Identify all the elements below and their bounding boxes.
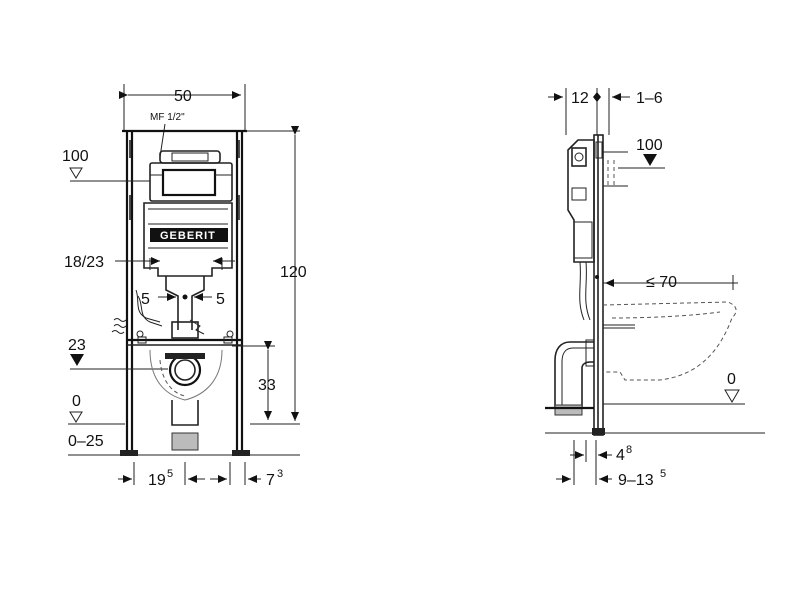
side-depth-4-sup: 8 <box>626 444 632 456</box>
hose-left-2 <box>137 295 163 327</box>
drain-pipe <box>171 400 199 426</box>
service-opening <box>161 168 217 197</box>
side-drain-end <box>554 404 583 416</box>
side-drain-socket <box>585 339 595 367</box>
level-top-label: 100 <box>62 148 89 165</box>
brand-label: GEBERIT <box>160 230 216 242</box>
cistern-body <box>149 162 233 202</box>
level-23-label: 23 <box>68 337 86 354</box>
hose-left <box>135 289 161 323</box>
bolt <box>226 330 234 338</box>
dimension-diamond <box>593 92 601 102</box>
pan-dashed <box>159 359 186 397</box>
range-0-25-label: 0–25 <box>68 433 104 450</box>
width-label: 50 <box>174 88 192 105</box>
bottom-right-sup: 3 <box>277 468 283 480</box>
connector-detail <box>189 319 205 335</box>
level-0-triangle <box>69 411 83 423</box>
frame-right-foot <box>232 450 250 456</box>
bottom-left-main: 19 <box>148 472 166 489</box>
side-depth-4-main: 4 <box>616 447 625 464</box>
side-pan-outline <box>602 301 737 381</box>
side-flush-pipe <box>579 261 585 321</box>
side-level-top-label: 100 <box>636 137 663 154</box>
bottom-right-main: 7 <box>266 472 275 489</box>
pipe-label: MF 1/2" <box>150 112 185 123</box>
side-pan-seat <box>611 311 721 319</box>
fixing-pad <box>137 336 147 344</box>
side-drain-inner <box>561 347 594 408</box>
bolt <box>136 330 144 338</box>
water-symbol <box>113 324 127 328</box>
side-level-top-triangle <box>643 154 657 166</box>
water-symbol <box>111 330 125 334</box>
brand-plate <box>150 228 228 242</box>
frame-left-foot <box>120 450 138 456</box>
side-frame-detail <box>595 141 603 159</box>
height-33-label: 33 <box>258 377 276 394</box>
range-1-6-label: 1–6 <box>636 90 663 107</box>
level-top-triangle <box>69 167 83 179</box>
side-reach-dot <box>595 275 599 279</box>
drain-pipe-end <box>171 432 199 451</box>
bottom-left-sup: 5 <box>167 468 173 480</box>
side-flush-pipe-2 <box>585 261 591 321</box>
side-view: 12 1–6 100 ≤ 70 <box>545 88 765 489</box>
side-level-0-label: 0 <box>727 371 736 388</box>
pan-outline <box>149 349 223 401</box>
cistern-lower-body <box>143 202 233 277</box>
water-symbol <box>113 318 127 322</box>
side-frame-foot <box>592 428 605 435</box>
front-view: 50 MF 1/2" GEBERIT <box>62 84 307 489</box>
side-drain-bend <box>554 341 594 409</box>
side-cistern-tank <box>573 221 593 259</box>
side-valve-knob <box>574 152 584 162</box>
depth-12-label: 12 <box>571 90 589 107</box>
side-level-0-triangle <box>724 389 740 403</box>
right-5-label: 5 <box>216 291 225 308</box>
fixing-pad <box>223 336 233 344</box>
cistern-top-cap <box>171 152 209 162</box>
waste-connector <box>171 321 199 339</box>
side-valve <box>571 147 587 167</box>
distance-18-23-label: 18/23 <box>64 254 104 271</box>
left-5-label: 5 <box>141 291 150 308</box>
side-range-9-13-sup: 5 <box>660 468 666 480</box>
level-23-triangle <box>70 354 84 366</box>
side-cistern-part <box>571 187 587 201</box>
center-dot <box>182 294 188 300</box>
level-0-label: 0 <box>72 393 81 410</box>
side-range-9-13-main: 9–13 <box>618 472 654 489</box>
drain-connector-inner <box>174 359 196 381</box>
side-reach-label: ≤ 70 <box>646 274 677 291</box>
drain-bracket <box>165 353 205 359</box>
height-120-label: 120 <box>280 264 307 281</box>
